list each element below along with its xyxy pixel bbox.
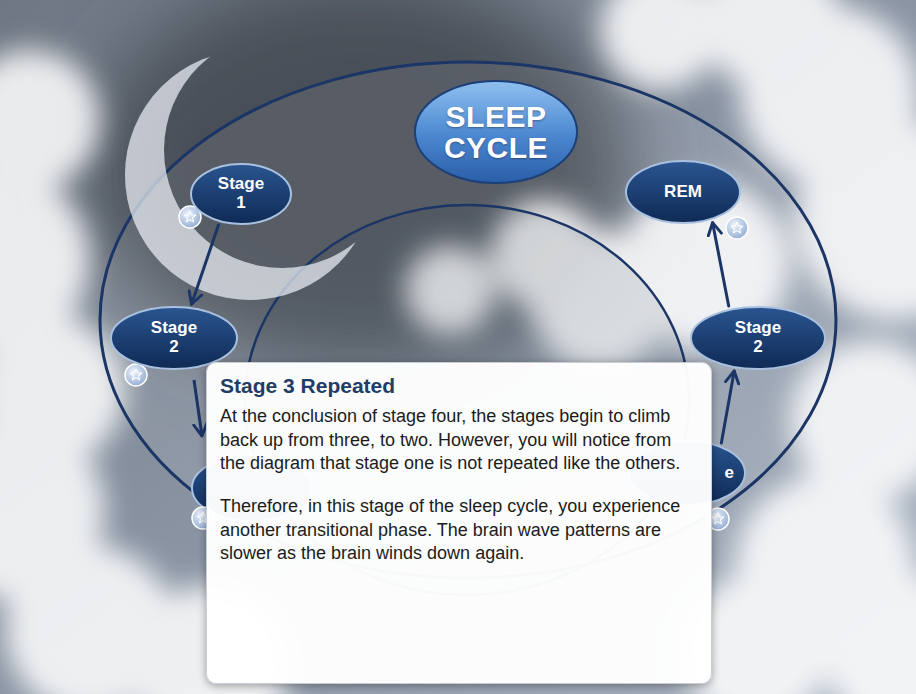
- transition-arrow: [192, 225, 219, 304]
- stage-label: REM: [664, 183, 702, 202]
- transition-arrow: [721, 371, 734, 443]
- stage-label: Stage 1: [218, 175, 264, 212]
- stage-oval: Stage 2: [110, 306, 238, 370]
- info-panel: Stage 3 Repeated At the conclusion of sta…: [206, 362, 712, 684]
- stage-label: e: [725, 464, 734, 483]
- panel-body: Therefore, in this stage of the sleep cy…: [220, 495, 700, 565]
- star-icon: [125, 364, 147, 386]
- stage-transition: [192, 225, 219, 304]
- cycle-title-oval: SLEEP CYCLE: [414, 80, 578, 184]
- panel-body: At the conclusion of stage four, the sta…: [220, 405, 700, 475]
- transition-arrow: [713, 223, 729, 306]
- panel-heading: Stage 3 Repeated: [220, 373, 700, 399]
- stage-transition: [721, 371, 734, 443]
- star-icon: [726, 217, 748, 239]
- stage-arrow: [194, 380, 202, 436]
- stage-oval: Stage 1: [190, 163, 292, 225]
- stage-oval: REM: [625, 160, 741, 224]
- cycle-title: SLEEP CYCLE: [444, 101, 548, 164]
- stage-transition: [713, 223, 729, 306]
- stage-label: Stage 2: [151, 319, 197, 356]
- stage-oval: Stage 2: [690, 306, 826, 370]
- stage-label: Stage 2: [735, 319, 781, 356]
